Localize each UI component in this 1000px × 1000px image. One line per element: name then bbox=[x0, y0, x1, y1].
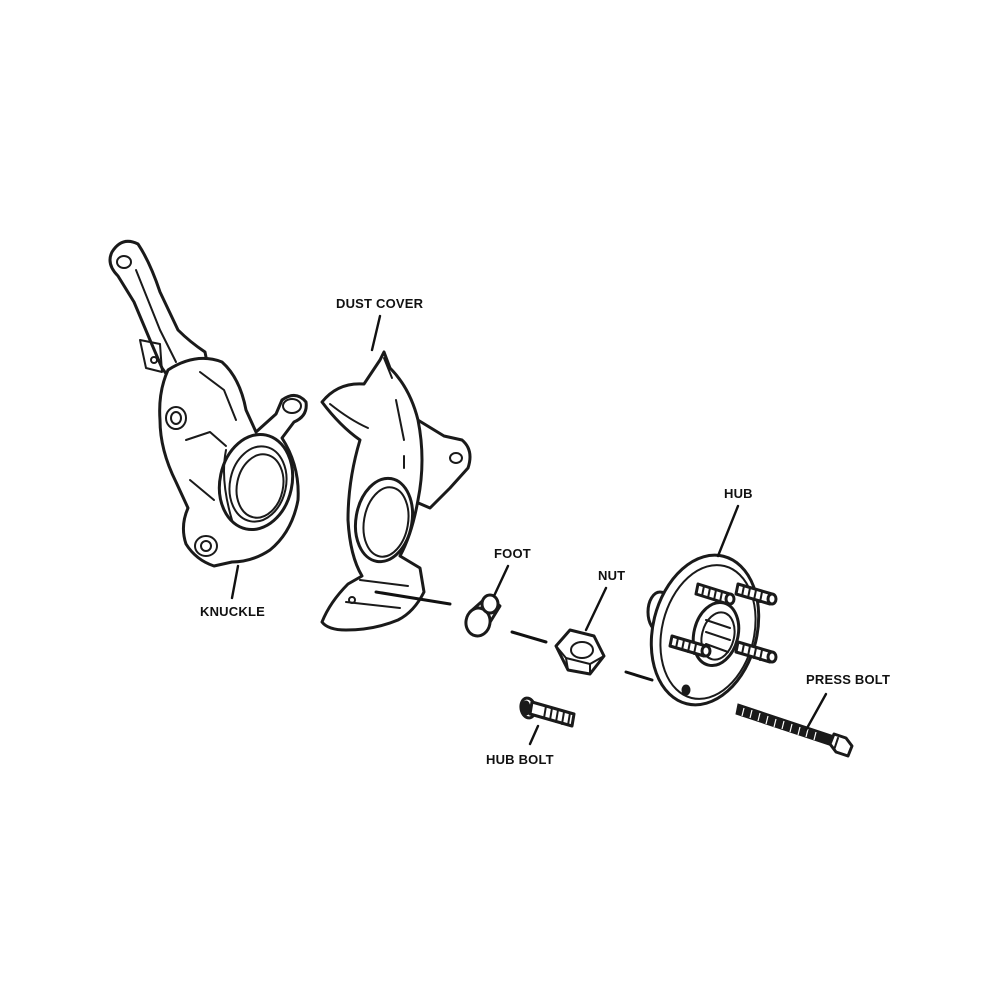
press-bolt-label: PRESS BOLT bbox=[806, 672, 890, 687]
foot-part bbox=[464, 593, 502, 638]
press-bolt-leader bbox=[804, 692, 828, 732]
dust-cover-leader bbox=[370, 314, 382, 352]
hub-part bbox=[646, 553, 778, 707]
hub-bolt-label: HUB BOLT bbox=[486, 752, 554, 767]
assembly-axis bbox=[374, 590, 654, 682]
hub-bolt-leader bbox=[528, 724, 540, 746]
hub-leader bbox=[716, 504, 740, 558]
hub-stud bbox=[668, 634, 712, 658]
nut-part bbox=[554, 628, 606, 676]
nut-label: NUT bbox=[598, 568, 625, 583]
dust-cover-part bbox=[320, 350, 472, 632]
foot-label: FOOT bbox=[494, 546, 531, 561]
dust-cover-label: DUST COVER bbox=[336, 296, 424, 311]
hub-stud bbox=[734, 640, 778, 664]
press-bolt-part bbox=[735, 703, 854, 758]
knuckle-leader bbox=[230, 564, 240, 600]
nut-leader bbox=[584, 586, 608, 632]
foot-leader bbox=[492, 564, 510, 598]
hub-stud bbox=[694, 582, 736, 606]
hub-stud bbox=[734, 582, 778, 606]
hub-label: HUB bbox=[724, 486, 753, 501]
knuckle-part bbox=[108, 239, 308, 568]
hub-bolt-part bbox=[519, 696, 576, 728]
knuckle-label: KNUCKLE bbox=[200, 604, 265, 619]
